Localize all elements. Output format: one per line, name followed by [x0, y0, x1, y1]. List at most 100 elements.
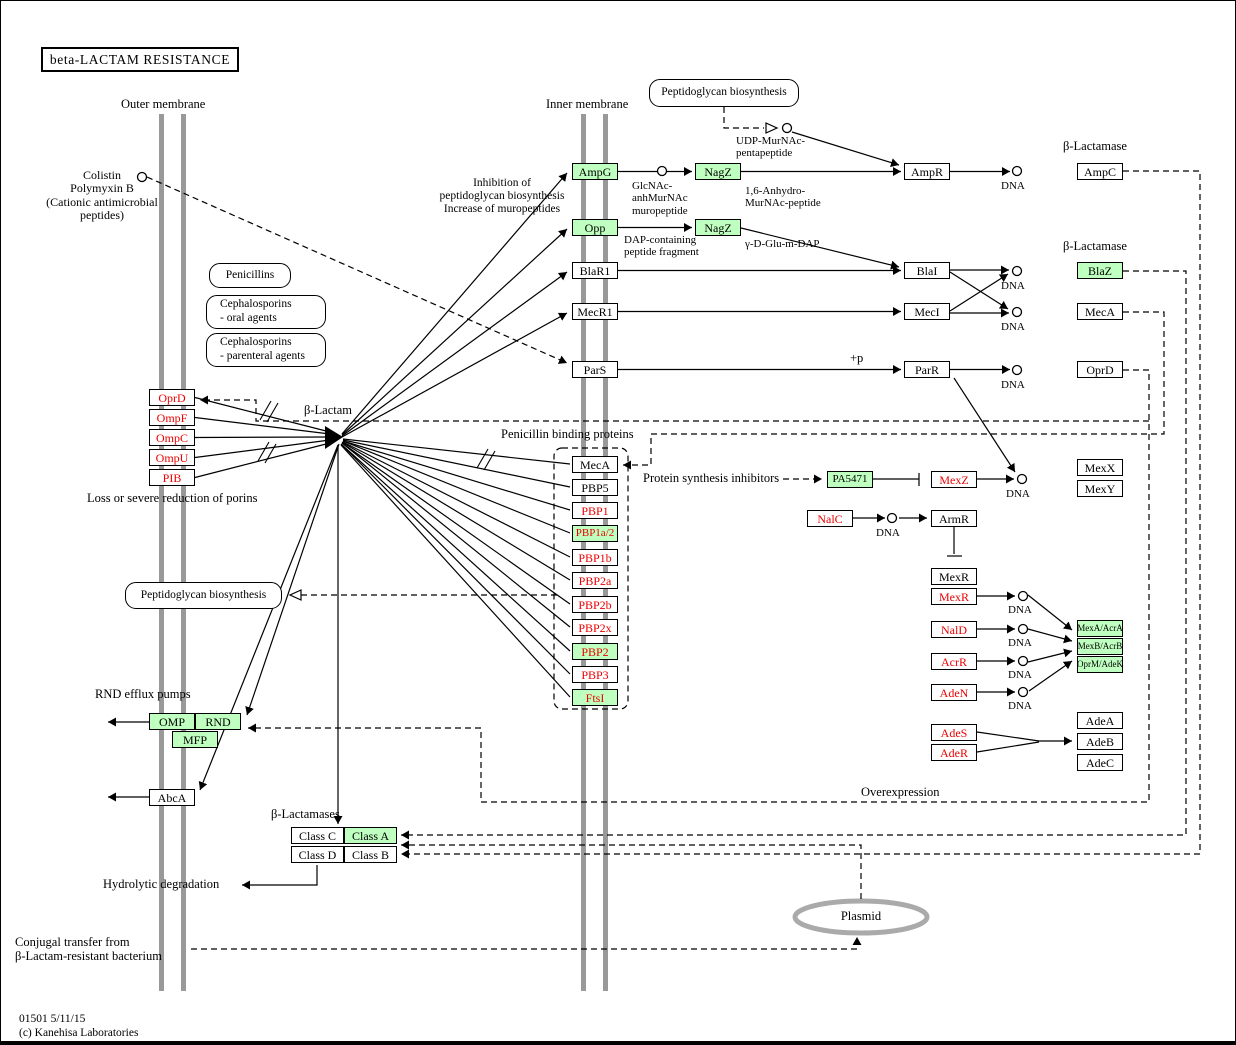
open-arrow-icon [288, 589, 302, 601]
gene-box-parS[interactable]: ParS [572, 361, 618, 378]
gene-box-nagZ1[interactable]: NagZ [695, 163, 741, 180]
gene-box-pbp1b[interactable]: PBP1b [572, 549, 618, 566]
udp-murnac-label-line: pentapeptide [736, 147, 793, 160]
overexpression-label-line: Overexpression [861, 785, 940, 799]
gene-box-pbp3[interactable]: PBP3 [572, 666, 618, 683]
dna-site-circle [886, 512, 898, 524]
gene-box-pbp2[interactable]: PBP2 [572, 643, 618, 660]
gene-box-omp[interactable]: OMP [149, 713, 195, 730]
gene-box-mecA-gene[interactable]: MecA [1077, 303, 1123, 320]
compound-circle [781, 122, 793, 134]
plasmid-label-line: Plasmid [840, 909, 882, 923]
anhydro-label-line: MurNAc-peptide [745, 197, 821, 210]
d-glu-label-line: γ-D-Glu-m-DAP [745, 238, 820, 250]
gene-box-pbp5[interactable]: PBP5 [572, 479, 618, 496]
pbp-section-label-line: Penicillin binding proteins [501, 427, 634, 441]
gene-box-adeC[interactable]: AdeC [1077, 754, 1123, 771]
gene-box-acrR[interactable]: AcrR [931, 653, 977, 670]
gene-box-oprD-gene[interactable]: OprD [1077, 361, 1123, 378]
gene-box-nagZ2[interactable]: NagZ [695, 219, 741, 236]
gene-box-ampG[interactable]: AmpG [572, 163, 618, 180]
beta-lactamases-label-line: β-Lactamases [271, 807, 340, 821]
gene-box-mecI[interactable]: MecI [904, 303, 950, 320]
gene-box-ompF[interactable]: OmpF [149, 409, 195, 426]
gene-box-pbp1[interactable]: PBP1 [572, 502, 618, 519]
gene-box-nalD[interactable]: NalD [931, 621, 977, 638]
gene-box-mexR2[interactable]: MexR [931, 588, 977, 605]
gene-box-adeS[interactable]: AdeS [931, 724, 977, 741]
dna-site-circle [1017, 686, 1029, 698]
gene-box-mexR1[interactable]: MexR [931, 568, 977, 585]
gene-box-adeN[interactable]: AdeN [931, 684, 977, 701]
gene-box-mexB-acrB[interactable]: MexB/AcrB [1077, 638, 1123, 655]
pathway-box-label: - oral agents [220, 312, 277, 324]
gene-box-ompC[interactable]: OmpC [149, 429, 195, 446]
pathway-box-penicillins[interactable]: Penicillins [209, 263, 291, 288]
gene-box-blaR1[interactable]: BlaR1 [572, 262, 618, 279]
pathway-box-label: Penicillins [225, 268, 275, 281]
gene-box-blaZ[interactable]: BlaZ [1077, 262, 1123, 279]
inhibition-label-line: peptidoglycan biosynthesis [439, 189, 565, 202]
gene-box-ompU[interactable]: OmpU [149, 449, 195, 466]
gene-box-oprD[interactable]: OprD [149, 389, 195, 406]
compound-circle [656, 165, 668, 177]
gene-box-classA[interactable]: Class A [344, 827, 397, 844]
gene-box-nalC[interactable]: NalC [807, 510, 853, 527]
dna-label: DNA [1008, 637, 1032, 649]
gene-box-adeR[interactable]: AdeR [931, 744, 977, 761]
gene-box-opp[interactable]: Opp [572, 219, 618, 236]
anhydro-label: 1,6-Anhydro-MurNAc-peptide [745, 185, 821, 210]
pathway-box-peptidoglycan-biosynthesis-top[interactable]: Peptidoglycan biosynthesis [649, 79, 799, 107]
colistin-label-line: peptides) [80, 208, 124, 223]
conjugal-label-line: β-Lactam-resistant bacterium [15, 949, 162, 963]
plus-p-label: +p [850, 351, 863, 365]
pathway-box-peptidoglycan-biosynthesis-left[interactable]: Peptidoglycan biosynthesis [125, 582, 282, 609]
gene-box-classC[interactable]: Class C [291, 827, 344, 844]
gene-box-mfp[interactable]: MFP [172, 731, 218, 748]
gene-box-classB[interactable]: Class B [344, 846, 397, 863]
gene-box-abcA[interactable]: AbcA [149, 789, 195, 806]
gene-box-pbp1a2[interactable]: PBP1a/2 [572, 525, 618, 542]
gene-box-adeA[interactable]: AdeA [1077, 712, 1123, 729]
gene-box-oprM-adeK[interactable]: OprM/AdeK [1077, 656, 1123, 673]
gene-box-mecA-pbp[interactable]: MecA [572, 456, 618, 473]
membrane-break-marks [257, 400, 496, 471]
dna-label: DNA [1008, 604, 1032, 616]
dna-site-circle [1017, 655, 1029, 667]
dna-label: DNA [1006, 488, 1030, 500]
gene-box-parR[interactable]: ParR [904, 361, 950, 378]
gene-box-pbp2x[interactable]: PBP2x [572, 619, 618, 636]
gene-box-pbp2b[interactable]: PBP2b [572, 596, 618, 613]
pathway-box-cephalosporins-parenteral[interactable]: Cephalosporins- parenteral agents [206, 333, 326, 367]
dna-site-circle [1011, 306, 1023, 318]
gene-box-pa5471[interactable]: PA5471 [827, 471, 873, 488]
gene-box-mexA-acrA[interactable]: MexA/AcrA [1077, 620, 1123, 637]
gene-box-adeB[interactable]: AdeB [1077, 733, 1123, 750]
beta-lactamase-label-2: β-Lactamase [1063, 239, 1127, 253]
gene-box-mexY[interactable]: MexY [1077, 480, 1123, 497]
overexpression-label: Overexpression [861, 785, 939, 799]
gene-box-mexZ[interactable]: MexZ [931, 471, 977, 488]
pathway-box-cephalosporins-oral[interactable]: Cephalosporins- oral agents [206, 295, 326, 329]
outer-membrane-label-line: Outer membrane [121, 97, 206, 111]
gene-box-mecR1[interactable]: MecR1 [572, 303, 618, 320]
gene-box-mexX[interactable]: MexX [1077, 459, 1123, 476]
udp-murnac-label-line: UDP-MurNAc- [736, 135, 806, 147]
gene-box-ampR[interactable]: AmpR [904, 163, 950, 180]
gene-box-classD[interactable]: Class D [291, 846, 344, 863]
gene-box-ftsI[interactable]: FtsI [572, 689, 618, 706]
colistin-label-line: Polymyxin B [70, 181, 134, 196]
loss-of-porins-label: Loss or severe reduction of porins [87, 491, 257, 505]
gene-box-pib[interactable]: PIB [149, 469, 195, 486]
beta-lactamases-label: β-Lactamases [271, 807, 340, 821]
gene-box-blaI[interactable]: BlaI [904, 262, 950, 279]
outer-membrane-label: Outer membrane [121, 97, 205, 111]
gene-box-rnd[interactable]: RND [195, 713, 241, 730]
gene-box-ampC[interactable]: AmpC [1077, 163, 1123, 180]
gene-box-pbp2a[interactable]: PBP2a [572, 572, 618, 589]
gene-box-armR[interactable]: ArmR [931, 510, 977, 527]
